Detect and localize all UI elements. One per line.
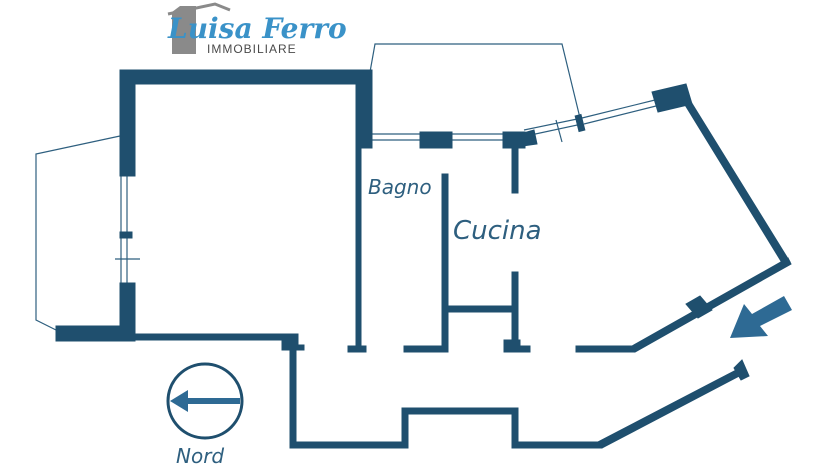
compass-arrow-icon xyxy=(170,390,240,412)
compass-label: Nord xyxy=(176,444,224,467)
logo-house-icon xyxy=(172,6,196,54)
room-label-kitchen: Cucina xyxy=(453,216,542,246)
thin-lines xyxy=(35,43,657,331)
compass: Nord xyxy=(166,362,244,467)
room-label-bathroom: Bagno xyxy=(368,175,432,199)
entrance-arrow-icon xyxy=(730,296,792,338)
brand-subtitle: IMMOBILIARE xyxy=(207,42,297,56)
brand-logo: Luisa Ferro IMMOBILIARE xyxy=(167,2,347,56)
brand-name: Luisa Ferro xyxy=(167,12,347,45)
walls xyxy=(55,69,792,449)
